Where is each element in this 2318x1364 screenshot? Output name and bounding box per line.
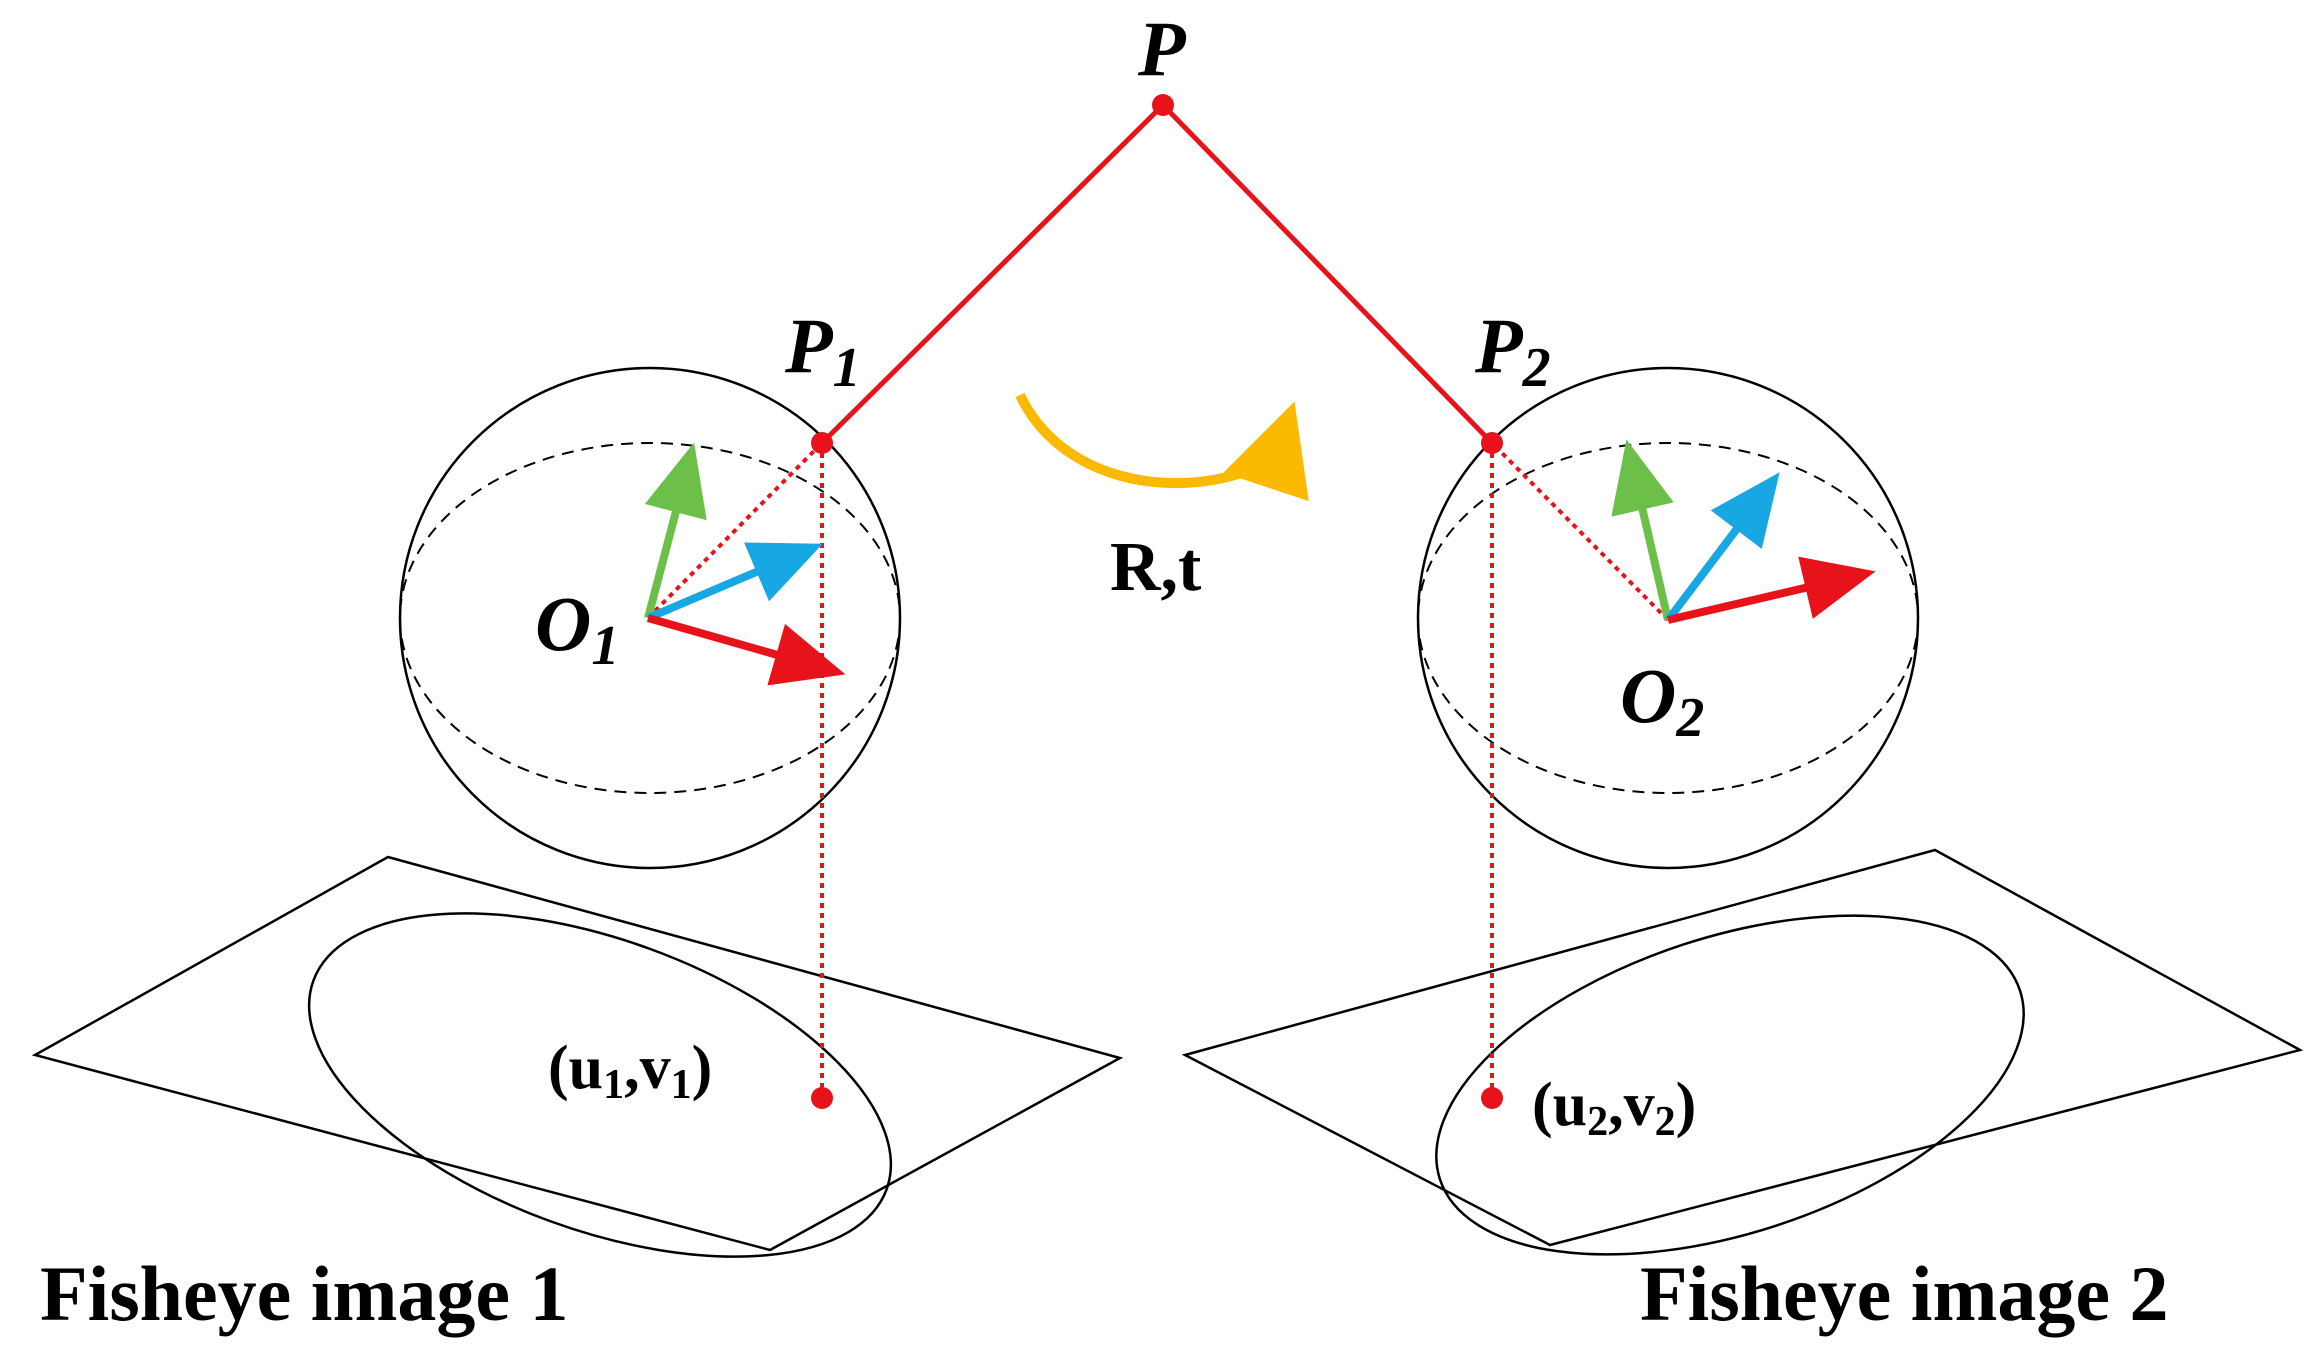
label-uv1: (u1,v1)	[548, 1034, 712, 1108]
label-uv2: (u2,v2)	[1532, 1071, 1696, 1145]
ray-p-to-p2	[1161, 103, 1494, 445]
dotted-o1-p1	[646, 441, 824, 620]
image-ellipse-2	[1435, 914, 2025, 1256]
image-plane-1	[31, 855, 1124, 1252]
axis-y-o2	[1611, 439, 1674, 621]
label-p: P	[1137, 5, 1187, 92]
image-ellipse-1	[307, 912, 893, 1258]
point-p	[1152, 94, 1174, 116]
dotted-o2-p2	[1490, 441, 1670, 622]
axis-z-o2	[1664, 472, 1780, 623]
axis-x-o2	[1667, 556, 1876, 624]
axis-y-o1	[644, 442, 707, 620]
point-p1	[811, 432, 833, 454]
point-uv2	[1481, 1087, 1503, 1109]
label-p1: P1	[784, 302, 861, 399]
point-uv1	[811, 1087, 833, 1109]
axis-z-o1	[646, 542, 823, 622]
label-o1: O1	[535, 580, 619, 677]
image-plane-2	[1181, 848, 2304, 1247]
label-o2: O2	[1620, 652, 1704, 749]
point-p2	[1481, 432, 1503, 454]
label-rt: R,t	[1110, 529, 1201, 606]
rotation-arrow	[1015, 392, 1309, 502]
label-p2: P2	[1474, 302, 1551, 399]
axis-x-o1	[646, 614, 846, 686]
caption-fisheye-image-2: Fisheye image 2	[1640, 1250, 2169, 1337]
caption-fisheye-image-1: Fisheye image 1	[40, 1250, 569, 1337]
ray-p-to-p1	[820, 103, 1165, 445]
